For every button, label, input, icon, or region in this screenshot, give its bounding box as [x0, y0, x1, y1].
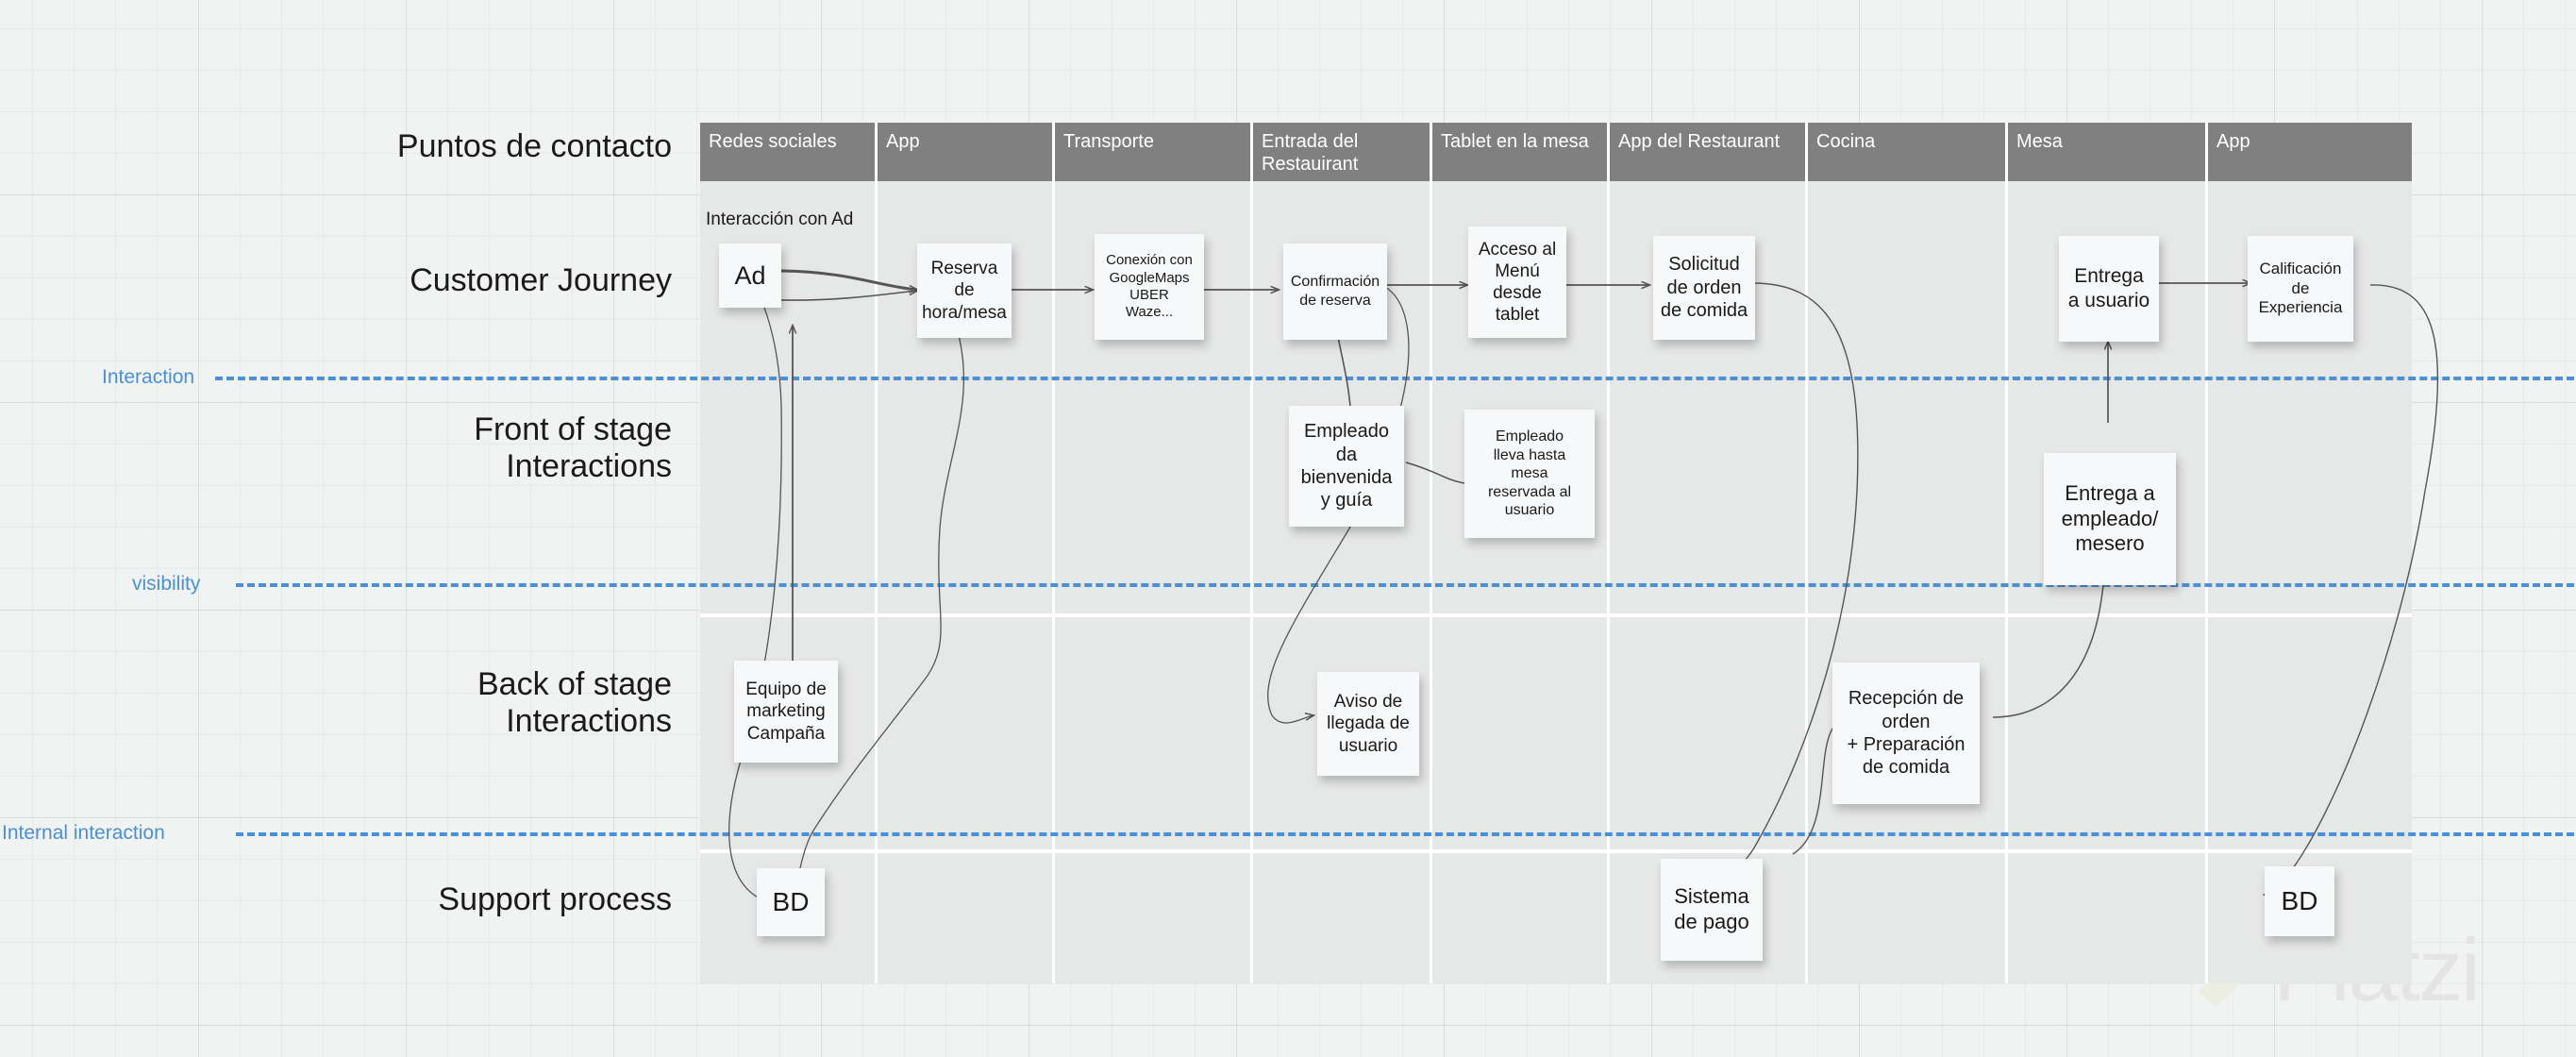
- lane-separator-visibility: [700, 613, 2412, 617]
- note-conexion-googlemaps[interactable]: Conexión con GoogleMaps UBER Waze...: [1095, 234, 1204, 340]
- column-header-app-2[interactable]: App: [2208, 123, 2412, 181]
- row-title-support-process: Support process: [438, 881, 672, 917]
- column-header-label: Tablet en la mesa: [1441, 131, 1589, 152]
- note-solicitud-orden-comida[interactable]: Solicitud de orden de comida: [1653, 236, 1755, 340]
- divider-label-visibility: visibility: [132, 573, 201, 595]
- column-header-mesa[interactable]: Mesa: [2008, 123, 2208, 181]
- lane-separator-internal: [700, 849, 2412, 853]
- label-interaccion-con-ad: Interacción con Ad: [706, 210, 854, 229]
- note-bd-right[interactable]: BD: [2265, 866, 2334, 936]
- column-header-cocina[interactable]: Cocina: [1808, 123, 2008, 181]
- note-equipo-de-marketing[interactable]: Equipo de marketing Campaña: [734, 661, 838, 763]
- note-calificacion-experiencia[interactable]: Calificación de Experiencia: [2248, 236, 2353, 342]
- note-entrega-a-usuario[interactable]: Entrega a usuario: [2059, 236, 2159, 342]
- note-sistema-de-pago[interactable]: Sistema de pago: [1661, 859, 1763, 961]
- blueprint-header-row: Redes sociales App Transporte Entrada de…: [700, 123, 2412, 181]
- divider-label-interaction: Interaction: [102, 366, 195, 388]
- divider-line-visibility: [236, 583, 2574, 587]
- row-title-customer-journey: Customer Journey: [410, 262, 672, 298]
- column-body-cocina: [1808, 181, 2008, 983]
- column-header-entrada-del-restauirant[interactable]: Entrada del Restauirant: [1253, 123, 1432, 181]
- row-title-back-of-stage: Back of stage Interactions: [477, 666, 672, 740]
- column-header-label: App del Restaurant: [1618, 131, 1781, 152]
- divider-label-internal-interaction: Internal interaction: [2, 822, 165, 844]
- column-header-label: Entrada del Restauirant: [1262, 131, 1359, 175]
- column-header-label: Cocina: [1816, 131, 1876, 152]
- column-header-label: Transporte: [1063, 131, 1154, 152]
- column-header-app-del-restaurant[interactable]: App del Restaurant: [1610, 123, 1808, 181]
- column-header-label: App: [886, 131, 920, 152]
- note-recepcion-de-orden[interactable]: Recepción de orden + Preparación de comi…: [1832, 663, 1980, 804]
- note-empleado-da-bienvenida[interactable]: Empleado da bienvenida y guía: [1289, 406, 1404, 527]
- column-header-label: Redes sociales: [709, 131, 837, 152]
- note-bd-left[interactable]: BD: [757, 868, 825, 936]
- divider-line-internal-interaction: [236, 832, 2574, 836]
- note-confirmacion-reserva[interactable]: Confirmación de reserva: [1283, 243, 1387, 340]
- divider-line-interaction: [215, 377, 2574, 380]
- column-header-app[interactable]: App: [878, 123, 1055, 181]
- row-title-puntos-de-contacto: Puntos de contacto: [396, 128, 672, 164]
- row-title-front-of-stage: Front of stage Interactions: [474, 411, 672, 485]
- note-ad[interactable]: Ad: [719, 243, 781, 308]
- note-acceso-al-menu[interactable]: Acceso al Menú desde tablet: [1468, 226, 1566, 338]
- column-header-label: Mesa: [2016, 131, 2063, 152]
- column-header-redes-sociales[interactable]: Redes sociales: [700, 123, 878, 181]
- note-reserva-hora-mesa[interactable]: Reserva de hora/mesa: [917, 243, 1012, 338]
- note-aviso-de-llegada[interactable]: Aviso de llegada de usuario: [1317, 672, 1419, 776]
- column-header-label: App: [2216, 131, 2250, 152]
- column-header-transporte[interactable]: Transporte: [1055, 123, 1253, 181]
- note-entrega-a-empleado-mesero[interactable]: Entrega a empleado/ mesero: [2044, 453, 2176, 585]
- note-empleado-lleva-hasta-mesa[interactable]: Empleado lleva hasta mesa reservada al u…: [1464, 410, 1595, 538]
- column-header-tablet-en-la-mesa[interactable]: Tablet en la mesa: [1432, 123, 1610, 181]
